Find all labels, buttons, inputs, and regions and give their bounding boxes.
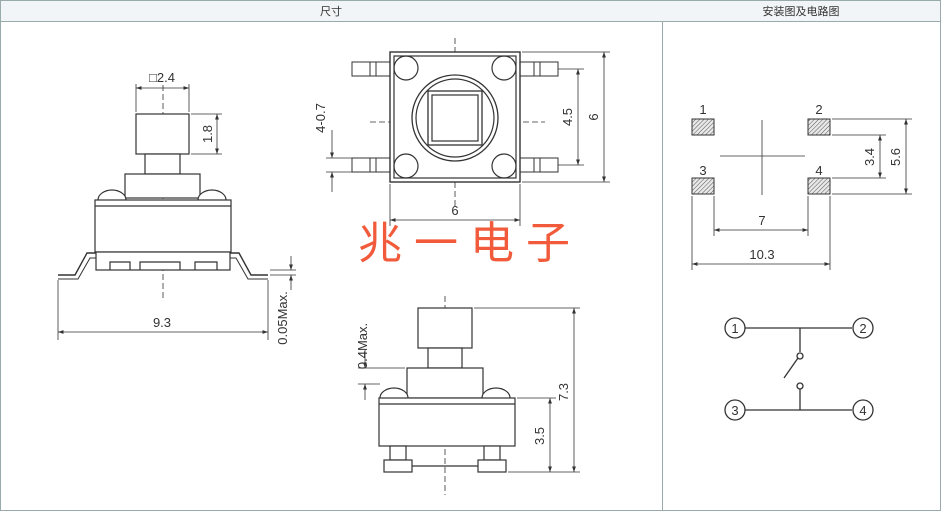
mounting-dimensions — [691, 118, 912, 270]
pad-1 — [691, 118, 715, 136]
stem-height-label: 1.8 — [200, 125, 215, 143]
mounting-centre-cross — [720, 120, 805, 195]
inner-spacing-label: 3.4 — [862, 148, 877, 166]
pad-3-label: 3 — [699, 163, 706, 178]
watermark-text: 兆一电子 — [358, 218, 582, 269]
terminal-4-label: 4 — [859, 403, 866, 418]
pad-2-label: 2 — [815, 102, 822, 117]
header-band — [1, 1, 940, 21]
total-width-label: 10.3 — [749, 247, 774, 262]
cap-offset-label: 0.4Max. — [355, 323, 370, 369]
pin-spacing-label: 4.5 — [560, 108, 575, 126]
total-height-label: 7.3 — [556, 383, 571, 401]
top-width-label: 6 — [451, 203, 458, 218]
mounting-pads — [691, 118, 831, 195]
outer-spacing-label: 5.6 — [888, 148, 903, 166]
pad-3 — [691, 177, 715, 195]
pad-pitch-label: 7 — [758, 213, 765, 228]
mounting-title: 安装图及电路图 — [763, 4, 840, 18]
top-view-dimensions — [326, 51, 610, 226]
pad-4-label: 4 — [815, 163, 822, 178]
terminal-3-label: 3 — [731, 403, 738, 418]
terminal-1-label: 1 — [731, 321, 738, 336]
terminal-2-label: 2 — [859, 321, 866, 336]
side-view-dimensions — [57, 84, 296, 340]
lead-offset-label: 0.05Max. — [275, 291, 290, 344]
circuit-diagram — [724, 317, 874, 421]
pad-2 — [807, 118, 831, 136]
body-height-label: 3.5 — [532, 427, 547, 445]
top-height-label: 6 — [586, 113, 601, 120]
stem-width-label: □2.4 — [149, 70, 175, 85]
side-width-label: 9.3 — [153, 315, 171, 330]
side-view — [58, 85, 268, 300]
dimensions-title: 尺寸 — [320, 4, 342, 18]
pad-1-label: 1 — [699, 102, 706, 117]
pad-4 — [807, 177, 831, 195]
front-view-dimensions — [358, 307, 580, 473]
pin-size-label: 4-0.7 — [313, 103, 328, 133]
top-view — [351, 38, 559, 208]
front-view — [378, 296, 516, 495]
